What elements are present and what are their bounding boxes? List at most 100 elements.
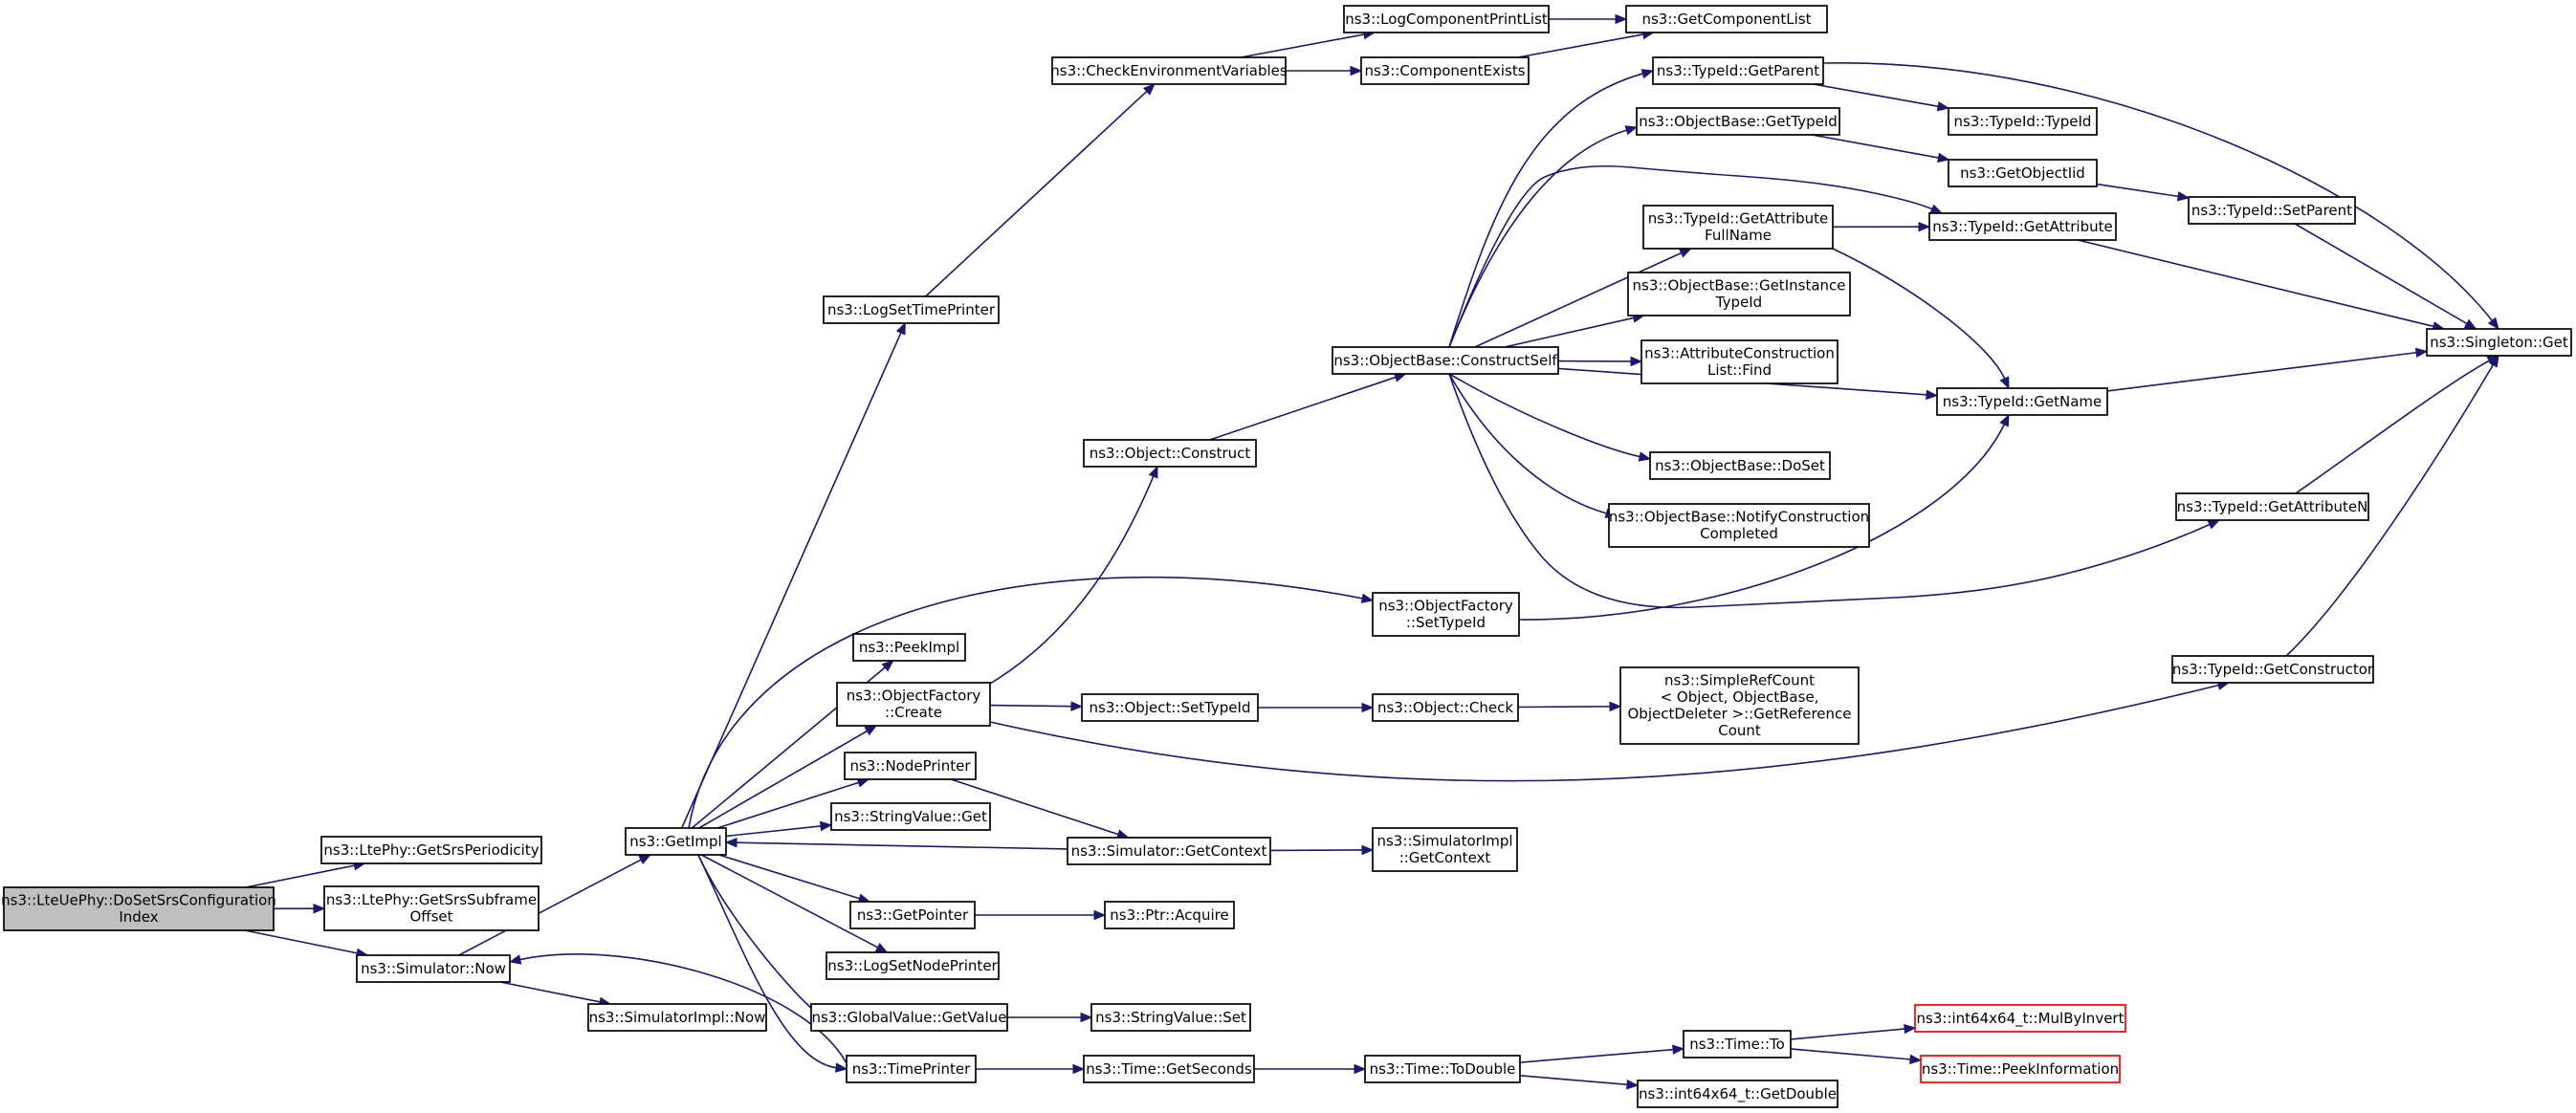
node-objBaseDoSet[interactable]: ns3::ObjectBase::DoSet: [1649, 451, 1831, 480]
node-box: [1649, 451, 1831, 480]
node-timePeekInformation[interactable]: ns3::Time::PeekInformation: [1920, 1055, 2121, 1083]
node-timeToDouble[interactable]: ns3::Time::ToDouble: [1364, 1055, 1521, 1083]
node-box: [844, 752, 977, 780]
edge-globalValueGetValue-to-stringValueSet: [1007, 1012, 1093, 1023]
node-getComponentList[interactable]: ns3::GetComponentList: [1625, 5, 1828, 33]
node-timeGetSeconds[interactable]: ns3::Time::GetSeconds: [1083, 1055, 1255, 1083]
arrowhead: [1679, 248, 1692, 258]
node-objectConstruct[interactable]: ns3::Object::Construct: [1083, 439, 1257, 468]
node-typeIdSetParent[interactable]: ns3::TypeId::SetParent: [2188, 196, 2356, 225]
node-label: Count: [1718, 722, 1761, 739]
node-label: < Object, ObjectBase,: [1661, 688, 1819, 706]
node-simImplNow[interactable]: ns3::SimulatorImpl::Now: [587, 1003, 767, 1032]
node-typeIdGetAttribute[interactable]: ns3::TypeId::GetAttribute: [1928, 212, 2117, 241]
node-typeIdGetParent[interactable]: ns3::TypeId::GetParent: [1652, 56, 1824, 85]
edge-getImpl-to-globalValueGetValue: [697, 854, 825, 1018]
node-typeIdGetAttributeN[interactable]: ns3::TypeId::GetAttributeN: [2175, 492, 2369, 521]
node-timePrinter[interactable]: ns3::TimePrinter: [846, 1055, 977, 1083]
node-label: ns3::TimePrinter: [852, 1060, 971, 1078]
arrowhead: [1093, 909, 1107, 921]
node-box: [1083, 439, 1257, 468]
node-objBaseConstructSelf[interactable]: ns3::ObjectBase::ConstructSelf: [1332, 346, 1559, 375]
node-label: ns3::TypeId::TypeId: [1954, 113, 2092, 130]
node-singletonGet[interactable]: ns3::Singleton::Get: [2426, 328, 2572, 357]
edge-typeIdGetAttribute-to-singletonGet: [2077, 239, 2446, 332]
node-box: [1640, 339, 1838, 384]
node-objectSetTypeId[interactable]: ns3::Object::SetTypeId: [1081, 693, 1259, 722]
node-simNow[interactable]: ns3::Simulator::Now: [356, 954, 511, 983]
node-label: ns3::TypeId::GetConstructor: [2172, 661, 2374, 678]
node-ptrAcquire[interactable]: ns3::Ptr::Acquire: [1104, 901, 1235, 929]
node-box: [830, 802, 991, 831]
node-int64MulByInvert[interactable]: ns3::int64x64_t::MulByInvert: [1914, 1004, 2126, 1033]
node-label: ns3::ObjectBase::DoSet: [1655, 457, 1825, 474]
node-int64GetDouble[interactable]: ns3::int64x64_t::GetDouble: [1637, 1080, 1838, 1108]
node-objBaseGetTypeId[interactable]: ns3::ObjectBase::GetTypeId: [1636, 107, 1840, 136]
arrowhead: [1640, 69, 1655, 79]
arrowhead: [2176, 191, 2191, 202]
node-box: [1104, 901, 1235, 929]
node-simImplGetContext[interactable]: ns3::SimulatorImpl::GetContext: [1372, 827, 1518, 872]
node-stringValueSet[interactable]: ns3::StringValue::Set: [1090, 1003, 1251, 1032]
node-objFactoryCreate[interactable]: ns3::ObjectFactory::Create: [836, 682, 991, 727]
node-stringValueGet[interactable]: ns3::StringValue::Get: [830, 802, 991, 831]
node-root[interactable]: ns3::LteUePhy::DoSetSrsConfigurationInde…: [1, 886, 276, 931]
node-label: ns3::CheckEnvironmentVariables: [1050, 62, 1288, 79]
arrowhead: [1630, 356, 1643, 367]
node-label: ns3::LogComponentPrintList: [1345, 11, 1548, 28]
arrowhead: [834, 1062, 848, 1073]
edge-timeTo-to-timePeekInformation: [1790, 1048, 1923, 1065]
node-objBaseNotifyConstruction[interactable]: ns3::ObjectBase::NotifyConstructionCompl…: [1608, 503, 1870, 548]
arrowhead: [1999, 413, 2010, 427]
arrowhead: [1615, 13, 1628, 25]
edge-simGetContext-to-simImplGetContext: [1269, 844, 1375, 856]
node-objFactorySetTypeId[interactable]: ns3::ObjectFactory::SetTypeId: [1372, 592, 1520, 637]
node-getObjectIid[interactable]: ns3::GetObjectIid: [1948, 159, 2098, 187]
node-logComponentPrintList[interactable]: ns3::LogComponentPrintList: [1343, 5, 1550, 33]
node-label: ns3::Time::To: [1689, 1036, 1785, 1053]
node-label: ns3::ObjectFactory: [847, 687, 981, 705]
node-objectCheck[interactable]: ns3::Object::Check: [1372, 693, 1519, 722]
edge-objectConstruct-to-objBaseConstructSelf: [1209, 372, 1407, 441]
node-componentExists[interactable]: ns3::ComponentExists: [1360, 56, 1530, 85]
node-typeIdGetName[interactable]: ns3::TypeId::GetName: [1936, 387, 2108, 416]
node-peekImpl[interactable]: ns3::PeekImpl: [852, 633, 966, 662]
node-logSetNodePrinter[interactable]: ns3::LogSetNodePrinter: [826, 951, 1000, 980]
node-label: ns3::Ptr::Acquire: [1110, 906, 1228, 924]
edge-objFactoryCreate-to-objectSetTypeId: [989, 701, 1084, 711]
node-timeTo[interactable]: ns3::Time::To: [1683, 1030, 1792, 1058]
node-simGetContext[interactable]: ns3::Simulator::GetContext: [1067, 837, 1271, 865]
node-checkEnvVars[interactable]: ns3::CheckEnvironmentVariables: [1050, 56, 1288, 85]
node-label: ns3::GetComponentList: [1641, 11, 1811, 28]
node-globalValueGetValue[interactable]: ns3::GlobalValue::GetValue: [810, 1003, 1008, 1032]
node-nodePrinter[interactable]: ns3::NodePrinter: [844, 752, 977, 780]
node-label: ns3::int64x64_t::GetDouble: [1639, 1085, 1837, 1103]
node-label: ns3::Simulator::Now: [361, 960, 506, 977]
node-box: [836, 682, 991, 727]
node-simpleRefCountGetRef[interactable]: ns3::SimpleRefCount< Object, ObjectBase,…: [1619, 666, 1860, 745]
node-logSetTimePrinter[interactable]: ns3::LogSetTimePrinter: [823, 295, 1000, 324]
node-box: [1948, 159, 2098, 187]
node-typeIdGetConstructor[interactable]: ns3::TypeId::GetConstructor: [2171, 655, 2374, 684]
node-getImpl[interactable]: ns3::GetImpl: [625, 827, 727, 856]
arrowhead: [1926, 389, 1939, 401]
node-box: [1683, 1030, 1792, 1058]
edge-simNow-to-simImplNow: [499, 981, 612, 1007]
node-box: [1948, 107, 2098, 136]
node-box: [810, 1003, 1008, 1032]
node-box: [1914, 1004, 2126, 1033]
node-box: [320, 836, 542, 864]
node-box: [625, 827, 727, 856]
node-box: [849, 901, 976, 929]
node-box: [1637, 1080, 1838, 1108]
node-getPointer[interactable]: ns3::GetPointer: [849, 901, 976, 929]
node-box: [2171, 655, 2374, 684]
node-label: ns3::Time::GetSeconds: [1086, 1060, 1252, 1078]
node-typeIdTypeId[interactable]: ns3::TypeId::TypeId: [1948, 107, 2098, 136]
node-label: ns3::TypeId::GetName: [1943, 393, 2102, 410]
node-getSrsPeriodicity[interactable]: ns3::LtePhy::GetSrsPeriodicity: [320, 836, 542, 864]
